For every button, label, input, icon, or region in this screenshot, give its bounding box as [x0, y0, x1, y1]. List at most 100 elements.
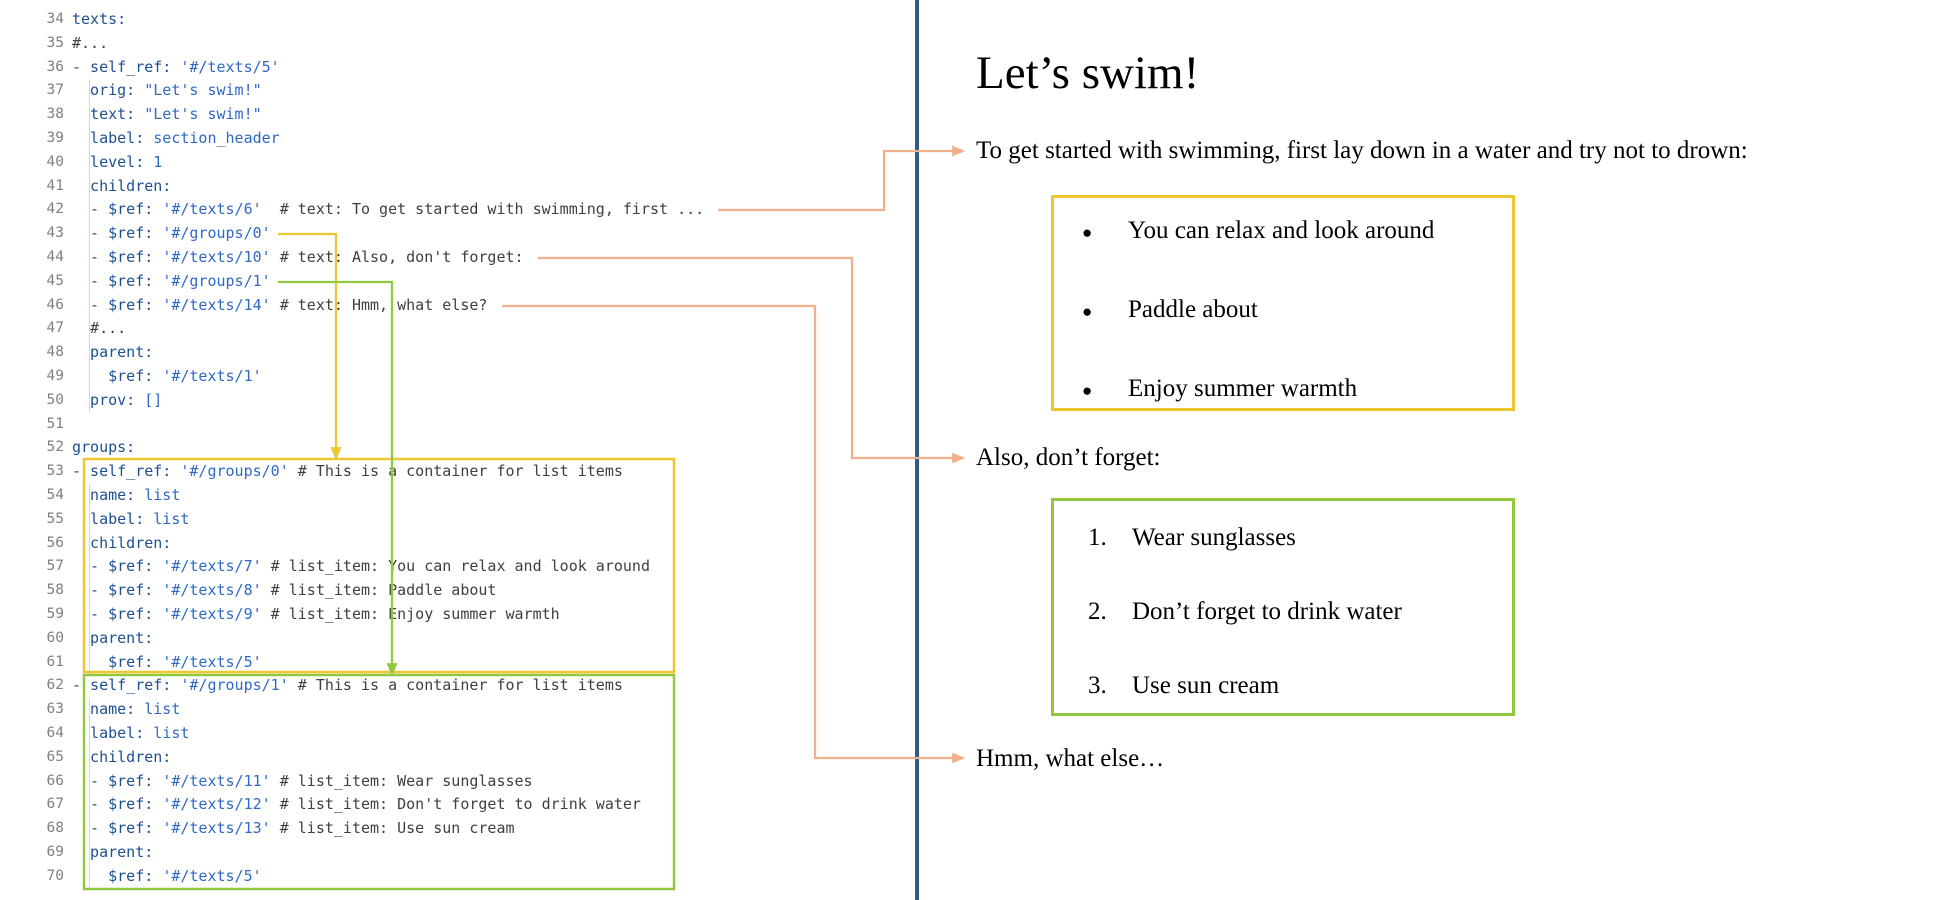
- code-line-64: 64 label: list: [0, 721, 912, 746]
- code-text: name: list: [72, 700, 181, 719]
- code-text: - $ref: '#/texts/12' # list_item: Don't …: [72, 795, 641, 814]
- code-line-49: 49 $ref: '#/texts/1': [0, 364, 912, 389]
- code-line-46: 46 - $ref: '#/texts/14' # text: Hmm, wha…: [0, 293, 912, 318]
- indent-guide: [89, 341, 90, 365]
- code-text: - $ref: '#/texts/13' # list_item: Use su…: [72, 819, 515, 838]
- code-text: text: "Let's swim!": [72, 105, 262, 124]
- document-title: Let’s swim!: [976, 47, 1200, 99]
- line-number: 60: [46, 629, 64, 646]
- code-text: - self_ref: '#/groups/0' # This is a con…: [72, 462, 623, 481]
- code-line-62: 62- self_ref: '#/groups/1' # This is a c…: [0, 674, 912, 698]
- code-text: orig: "Let's swim!": [72, 81, 262, 100]
- indent-guide: [89, 79, 90, 104]
- line-number: 34: [46, 11, 64, 27]
- code-text: $ref: '#/texts/1': [72, 366, 262, 385]
- code-line-35: 35#...: [0, 32, 912, 56]
- line-number: 68: [46, 820, 64, 837]
- code-text: - self_ref: '#/groups/1' # This is a con…: [72, 676, 623, 695]
- code-line-44: 44 - $ref: '#/texts/10' # text: Also, do…: [0, 245, 912, 270]
- code-line-67: 67 - $ref: '#/texts/12' # list_item: Don…: [0, 793, 912, 818]
- code-line-48: 48 parent:: [0, 341, 912, 365]
- line-number: 67: [46, 796, 64, 813]
- line-number: 70: [46, 867, 64, 884]
- code-text: level: 1: [72, 152, 163, 171]
- indent-guide: [89, 126, 90, 151]
- indent-guide: [89, 269, 90, 294]
- code-line-37: 37 orig: "Let's swim!": [0, 79, 912, 104]
- bullet-list-item: ●Enjoy summer warmth: [1082, 373, 1504, 406]
- code-line-63: 63 name: list: [0, 698, 912, 722]
- code-line-41: 41 children:: [0, 174, 912, 199]
- number-marker: 2.: [1088, 598, 1107, 625]
- line-number: 55: [46, 510, 64, 527]
- code-text: label: list: [72, 723, 190, 742]
- code-text: - $ref: '#/texts/6' # text: To get start…: [72, 200, 705, 219]
- code-line-40: 40 level: 1: [0, 150, 912, 175]
- code-text: prov: []: [72, 390, 163, 409]
- line-number: 59: [46, 605, 64, 622]
- line-number: 51: [46, 415, 64, 432]
- line-number: 43: [46, 225, 64, 242]
- line-number: 56: [46, 534, 64, 551]
- line-number: 46: [46, 296, 64, 313]
- code-text: children:: [72, 533, 172, 552]
- bullet-marker: ●: [1082, 223, 1093, 242]
- line-number: 37: [46, 82, 64, 99]
- code-line-42: 42 - $ref: '#/texts/6' # text: To get st…: [0, 198, 912, 223]
- numbered-list-item: 3.Use sun cream: [1088, 670, 1504, 701]
- code-line-43: 43 - $ref: '#/groups/0': [0, 222, 912, 246]
- code-line-39: 39 label: section_header: [0, 126, 912, 151]
- indent-guide: [89, 317, 90, 342]
- code-line-70: 70 $ref: '#/texts/5': [0, 864, 912, 889]
- code-line-36: 36- self_ref: '#/texts/5': [0, 56, 912, 80]
- line-number: 35: [46, 34, 64, 51]
- code-text: children:: [72, 176, 172, 195]
- code-text: parent:: [72, 842, 154, 861]
- code-line-50: 50 prov: []: [0, 388, 912, 413]
- list-item-text: You can relax and look around: [1128, 217, 1435, 244]
- list-item-text: Paddle about: [1128, 296, 1258, 323]
- code-text: - $ref: '#/texts/14' # text: Hmm, what e…: [72, 295, 488, 314]
- code-line-61: 61 $ref: '#/texts/5': [0, 650, 912, 675]
- list-item-text: Wear sunglasses: [1132, 524, 1296, 551]
- indent-guide: [89, 293, 90, 318]
- line-number: 63: [46, 701, 64, 718]
- line-number: 66: [46, 772, 64, 789]
- line-number: 61: [46, 653, 64, 670]
- code-text: name: list: [72, 485, 181, 504]
- rendered-document-panel: Let’s swim! To get started with swimming…: [920, 0, 1950, 900]
- indent-guide: [89, 222, 90, 246]
- paragraph-also: Also, don’t forget:: [976, 444, 1161, 471]
- line-number: 49: [46, 367, 64, 384]
- code-text: - $ref: '#/texts/7' # list_item: You can…: [72, 557, 650, 576]
- line-number: 54: [46, 486, 64, 503]
- line-number: 40: [46, 153, 64, 170]
- code-line-54: 54 name: list: [0, 483, 912, 508]
- line-number: 52: [46, 439, 64, 456]
- indent-guide: [89, 198, 90, 223]
- list-item-text: Use sun cream: [1132, 672, 1280, 699]
- code-line-58: 58 - $ref: '#/texts/8' # list_item: Padd…: [0, 579, 912, 603]
- code-line-59: 59 - $ref: '#/texts/9' # list_item: Enjo…: [0, 602, 912, 627]
- bullet-list-box: ● You can relax and look around ● Paddle ab…: [1051, 195, 1515, 411]
- code-line-53: 53- self_ref: '#/groups/0' # This is a c…: [0, 460, 912, 484]
- code-text: $ref: '#/texts/5': [72, 652, 262, 671]
- indent-guide: [89, 103, 90, 127]
- indent-guide: [89, 174, 90, 199]
- line-number: 65: [46, 748, 64, 765]
- bullet-list-item: ● You can relax and look around: [1082, 215, 1504, 248]
- code-text: parent:: [72, 628, 154, 647]
- paragraph-intro: To get started with swimming, first lay …: [976, 137, 1748, 164]
- numbered-list-item: 1.Wear sunglasses: [1088, 522, 1504, 553]
- code-line-68: 68 - $ref: '#/texts/13' # list_item: Use…: [0, 817, 912, 841]
- code-text: - self_ref: '#/texts/5': [72, 57, 280, 76]
- code-line-45: 45 - $ref: '#/groups/1': [0, 269, 912, 294]
- line-number: 42: [46, 201, 64, 218]
- code-line-56: 56 children:: [0, 531, 912, 556]
- code-text: label: list: [72, 509, 190, 528]
- list-item-text: Don’t forget to drink water: [1132, 598, 1402, 625]
- bullet-marker: ●: [1082, 381, 1093, 400]
- numbered-list-box: 1.Wear sunglasses 2. Don’t forget to drink…: [1051, 498, 1515, 716]
